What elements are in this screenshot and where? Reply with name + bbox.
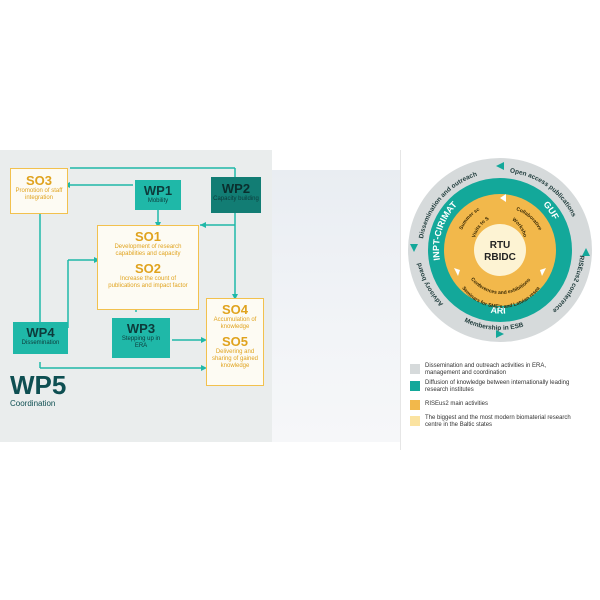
circle-diagram: Dissemination and outreach Open access p… [400, 150, 592, 342]
so2-text: Increase the count of publications and i… [108, 276, 188, 289]
wp5-text: Coordination [10, 399, 56, 408]
wp3-code: WP3 [126, 321, 156, 336]
legend-text-4: The biggest and the most modern biomater… [425, 415, 571, 428]
center-line1: RTU [490, 240, 511, 251]
arrow-so1-wp2 [200, 222, 206, 228]
center-line2: RBIDC [484, 252, 516, 263]
inner-arrow-right [540, 268, 546, 276]
so4-code: SO4 [221, 302, 248, 317]
so4-so5-box: SO4 Accumulation of knowledge SO5 Delive… [206, 298, 264, 386]
so4-text: Accumulation of knowledge [213, 317, 257, 330]
so1-so2-box: SO1 Development of research capabilities… [97, 225, 199, 310]
so1-text: Development of research capabilities and… [114, 244, 182, 257]
inner-arrow-top [500, 194, 506, 202]
legend-swatch-yellow [410, 416, 420, 426]
wp1-code: WP1 [143, 183, 173, 198]
arrow-so4 [232, 294, 238, 300]
legend-text-2: Diffusion of knowledge between internati… [425, 380, 570, 393]
legend-swatch-teal [410, 381, 420, 391]
so5-code: SO5 [221, 334, 248, 349]
wp2-box: WP2 Capacity building [211, 177, 261, 213]
wp4-code: WP4 [26, 325, 55, 340]
wp4-text: Dissemination [21, 340, 60, 346]
legend-swatch-orange [410, 400, 420, 410]
wp1-text: Mobility [147, 198, 169, 204]
wp5-label: WP5 Coordination [10, 371, 66, 408]
center-circle [474, 224, 526, 276]
wp2-code: WP2 [221, 181, 251, 196]
so3-box: SO3 Promotion of staff integration [10, 168, 68, 214]
background-panel [272, 170, 400, 442]
so5-text: Delivering and sharing of gained knowled… [211, 349, 259, 369]
wp4-box: WP4 Dissemination [13, 322, 68, 354]
wp2-text: Capacity building [213, 196, 259, 202]
wp5-code: WP5 [10, 370, 67, 400]
wp3-box: WP3 Stepping up in ERA [112, 318, 170, 358]
outer-arrow-right [582, 248, 590, 256]
arrow-so5-bottom [201, 365, 207, 371]
outer-arrow-bottom [496, 330, 504, 338]
inner-arrow-left [454, 268, 460, 276]
so3-code: SO3 [25, 173, 52, 188]
outer-arrow-top [496, 162, 504, 170]
so2-code: SO2 [134, 261, 161, 276]
arrow-so5 [201, 337, 207, 343]
so3-text: Promotion of staff integration [15, 188, 63, 201]
wp1-box: WP1 Mobility [135, 180, 181, 210]
so1-code: SO1 [134, 229, 161, 244]
wp3-text: Stepping up in ERA [121, 336, 161, 349]
legend-text-1: Dissemination and outreach activities in… [425, 363, 547, 376]
outer-arrow-left [410, 244, 418, 252]
legend-swatch-grey [410, 364, 420, 374]
teal-label-ari: ARI [490, 305, 506, 316]
legend-text-3: RISEus2 main activities [425, 401, 489, 407]
